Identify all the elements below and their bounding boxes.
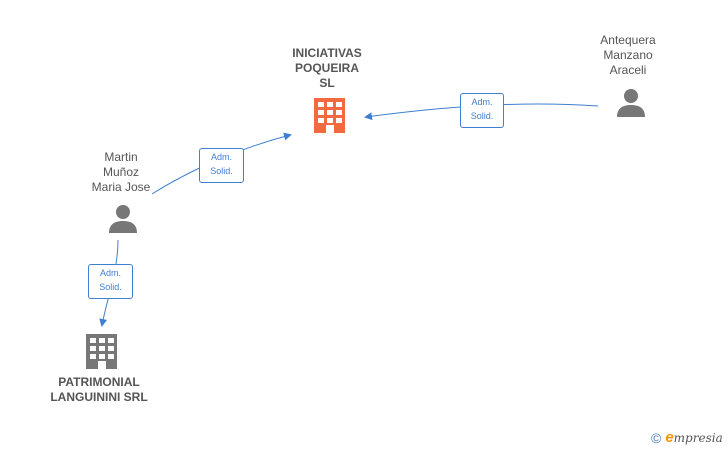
person-icon[interactable] xyxy=(616,88,646,118)
building-icon[interactable] xyxy=(86,334,117,369)
node-label-iniciativas-poqueira[interactable]: INICIATIVAS POQUEIRA SL xyxy=(282,46,372,91)
node-label-line: LANGUININI SRL xyxy=(50,390,148,404)
edge-label-line: Solid. xyxy=(99,282,122,292)
node-label-patrimonial-languinini[interactable]: PATRIMONIAL LANGUININI SRL xyxy=(44,375,154,405)
node-label-line: POQUEIRA xyxy=(294,61,359,75)
copyright-icon: © xyxy=(651,429,662,446)
node-label-line: SL xyxy=(319,76,335,90)
edge-label-line: Solid. xyxy=(210,166,233,176)
brand-logo: empresia xyxy=(665,429,722,446)
node-label-line: Araceli xyxy=(609,63,647,77)
node-label-line: Antequera xyxy=(600,33,656,47)
edge-label-line: Adm. xyxy=(210,152,232,162)
brand-watermark: © empresia xyxy=(651,429,723,446)
building-icon[interactable] xyxy=(313,98,346,133)
node-label-martin-munoz-maria-jose[interactable]: Martin Muñoz Maria Jose xyxy=(80,150,162,195)
edge-label-line: Adm. xyxy=(471,97,493,107)
node-label-antequera-manzano-araceli[interactable]: Antequera Manzano Araceli xyxy=(588,33,668,78)
node-label-line: PATRIMONIAL xyxy=(58,375,140,389)
edge-label-line: Solid. xyxy=(470,111,494,121)
edge-label-antequera-to-iniciativas[interactable]: Adm. Solid. xyxy=(460,93,504,128)
node-label-line: Muñoz xyxy=(102,165,140,179)
node-label-line: INICIATIVAS xyxy=(292,46,362,60)
person-icon[interactable] xyxy=(108,204,138,234)
brand-logo-text: mpresia xyxy=(673,431,723,445)
node-label-line: Martin xyxy=(104,150,138,164)
edge-label-martin-to-iniciativas[interactable]: Adm. Solid. xyxy=(199,148,244,183)
edge-label-martin-to-patrimonial[interactable]: Adm. Solid. xyxy=(88,264,133,299)
node-label-line: Manzano xyxy=(603,48,653,62)
node-label-line: Maria Jose xyxy=(91,180,151,194)
edge-label-line: Adm. xyxy=(99,268,121,278)
brand-logo-initial: e xyxy=(665,429,674,446)
